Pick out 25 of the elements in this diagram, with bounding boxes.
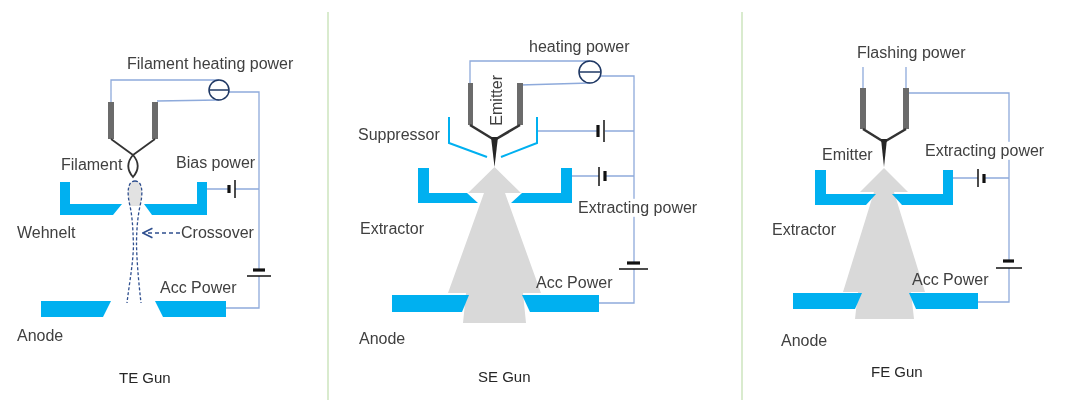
panel-title: SE Gun xyxy=(478,368,531,386)
power-supply-label: Acc Power xyxy=(160,278,237,298)
part-label: Suppressor xyxy=(358,125,440,145)
power-supply-label: Extracting power xyxy=(578,198,698,218)
panel-title: TE Gun xyxy=(119,369,171,387)
part-label: Extractor xyxy=(360,219,424,239)
part-label: Anode xyxy=(781,331,828,351)
part-label: Emitter xyxy=(488,75,506,126)
part-label: Emitter xyxy=(822,145,873,165)
part-label: Crossover xyxy=(181,223,254,243)
part-label: Anode xyxy=(17,326,64,346)
part-label: Extractor xyxy=(772,220,836,240)
part-label: Filament xyxy=(61,155,123,175)
panel-title: FE Gun xyxy=(871,363,923,381)
power-supply-label: Flashing power xyxy=(857,43,966,63)
leader-arrow xyxy=(142,227,181,239)
power-supply-label: heating power xyxy=(529,37,630,57)
power-supply-label: Filament heating power xyxy=(127,54,294,74)
part-label: Wehnelt xyxy=(17,223,76,243)
power-supply-label: Acc Power xyxy=(536,273,613,293)
power-supply-label: Acc Power xyxy=(912,270,989,290)
part-label: Anode xyxy=(359,329,406,349)
power-supply-label: Extracting power xyxy=(925,141,1045,161)
power-supply-label: Bias power xyxy=(176,153,256,173)
electron-beam xyxy=(126,180,143,304)
